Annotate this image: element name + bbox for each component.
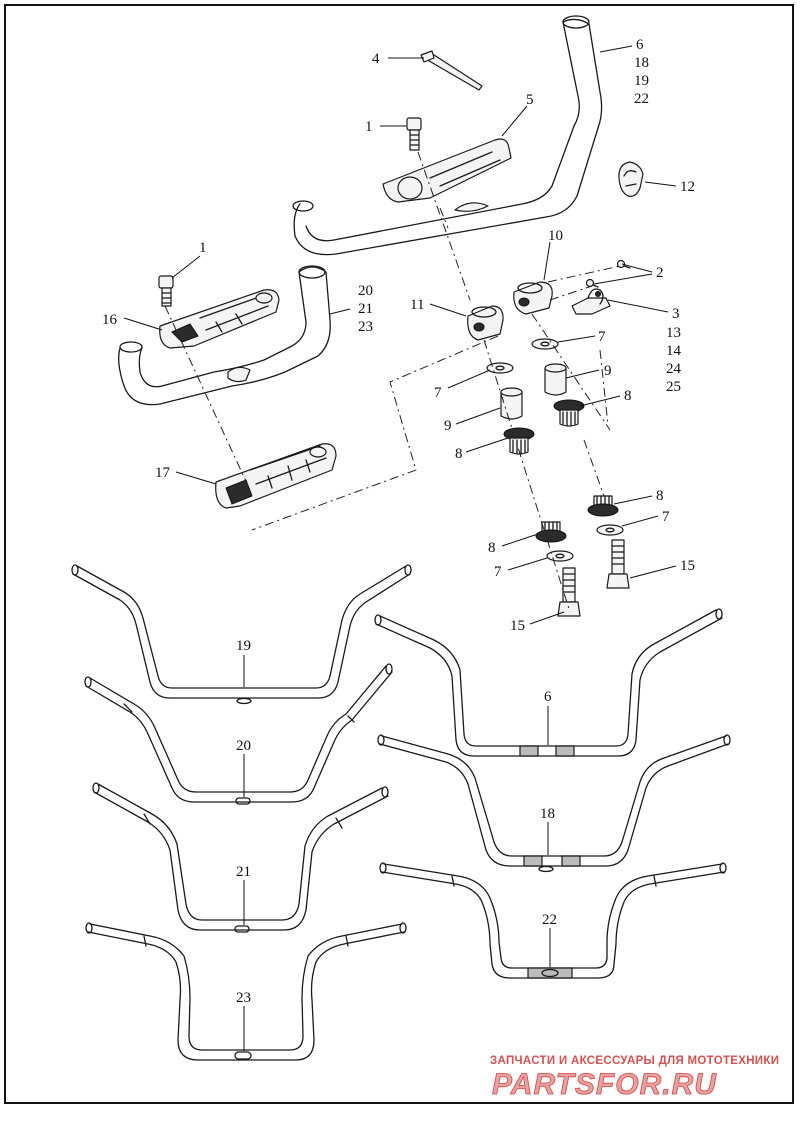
label-1-top: 1 (365, 119, 373, 135)
label-5: 5 (526, 92, 534, 108)
washer-7-lower-right (596, 524, 624, 536)
label-15-a: 15 (680, 558, 695, 574)
bolt-1-top (406, 117, 422, 151)
handlebar-23 (85, 922, 407, 1061)
label-10: 10 (548, 228, 563, 244)
label-bar-21: 21 (236, 864, 251, 880)
cable-strap-4 (420, 50, 483, 91)
label-23-ref: 23 (358, 319, 373, 335)
washer-7-upper-left (486, 362, 514, 374)
handlebar-21 (92, 782, 389, 933)
handlebar-6 (374, 608, 723, 757)
label-8-c: 8 (656, 488, 664, 504)
screws-2 (585, 259, 631, 288)
handlebar-18 (377, 734, 731, 873)
label-3: 3 (672, 306, 680, 322)
label-13: 13 (666, 325, 681, 341)
handlebar-19 (71, 564, 412, 705)
label-bar-6: 6 (544, 689, 552, 705)
label-12: 12 (680, 179, 695, 195)
label-20-ref: 20 (358, 283, 373, 299)
label-7-a: 7 (598, 329, 606, 345)
bushing-8-lower-left (535, 521, 567, 543)
label-14: 14 (666, 343, 682, 359)
label-4: 4 (372, 51, 380, 67)
riser-handlebar-top (292, 15, 603, 256)
clamp-16 (159, 289, 280, 349)
bushing-9-right (544, 363, 567, 396)
bushing-9-left (500, 387, 523, 420)
handlebar-22 (379, 862, 727, 979)
bushing-8-lower-right (587, 495, 619, 517)
bracket-3 (571, 288, 611, 315)
riser-10 (513, 281, 553, 315)
clamp-top-5 (382, 138, 512, 212)
label-22-ref: 22 (634, 91, 649, 107)
riser-block-17 (215, 443, 337, 509)
label-bar-20: 20 (236, 738, 251, 754)
label-1-left: 1 (199, 240, 207, 256)
label-7-d: 7 (494, 564, 502, 580)
label-9-a: 9 (604, 363, 612, 379)
diagram-frame (4, 4, 794, 1104)
riser-11 (467, 305, 504, 341)
label-15-b: 15 (510, 618, 525, 634)
label-bar-19: 19 (236, 638, 251, 654)
bolt-1-left (158, 275, 174, 307)
label-8-a: 8 (624, 388, 632, 404)
label-19-ref: 19 (634, 73, 649, 89)
callout-labels: 4 1 5 6 18 19 22 12 1 16 20 21 23 10 2 1… (102, 37, 695, 1006)
label-8-d: 8 (488, 540, 496, 556)
label-6-ref: 6 (636, 37, 644, 53)
clip-12 (618, 161, 644, 197)
label-25: 25 (666, 379, 681, 395)
bolt-15-left (557, 567, 581, 617)
label-17: 17 (155, 465, 171, 481)
label-11: 11 (410, 297, 424, 313)
handlebar-20 (84, 663, 393, 805)
watermark-tagline: ЗАПЧАСТИ И АКСЕССУАРЫ ДЛЯ МОТОТЕХНИКИ (490, 1055, 779, 1067)
label-7-b: 7 (434, 385, 442, 401)
bolt-15-right (606, 539, 630, 589)
label-21-ref: 21 (358, 301, 373, 317)
assembly-centerlines (164, 151, 621, 613)
watermark-brand: PARTSFOR.RU (492, 1068, 717, 1101)
label-bar-23: 23 (236, 990, 251, 1006)
label-18-ref: 18 (634, 55, 649, 71)
label-24: 24 (666, 361, 682, 377)
label-2: 2 (656, 265, 664, 281)
label-bar-18: 18 (540, 806, 555, 822)
label-16: 16 (102, 312, 118, 328)
bushing-8-upper-right (553, 399, 585, 427)
label-8-b: 8 (455, 446, 463, 462)
washer-7-upper-right (531, 338, 559, 350)
handlebar-left-20-21-23 (118, 265, 331, 406)
label-9-b: 9 (444, 418, 452, 434)
label-bar-22: 22 (542, 912, 557, 928)
leader-lines (123, 45, 677, 1051)
label-7-c: 7 (662, 509, 670, 525)
watermark: ЗАПЧАСТИ И АКСЕССУАРЫ ДЛЯ МОТОТЕХНИКИ PA… (490, 1055, 779, 1101)
